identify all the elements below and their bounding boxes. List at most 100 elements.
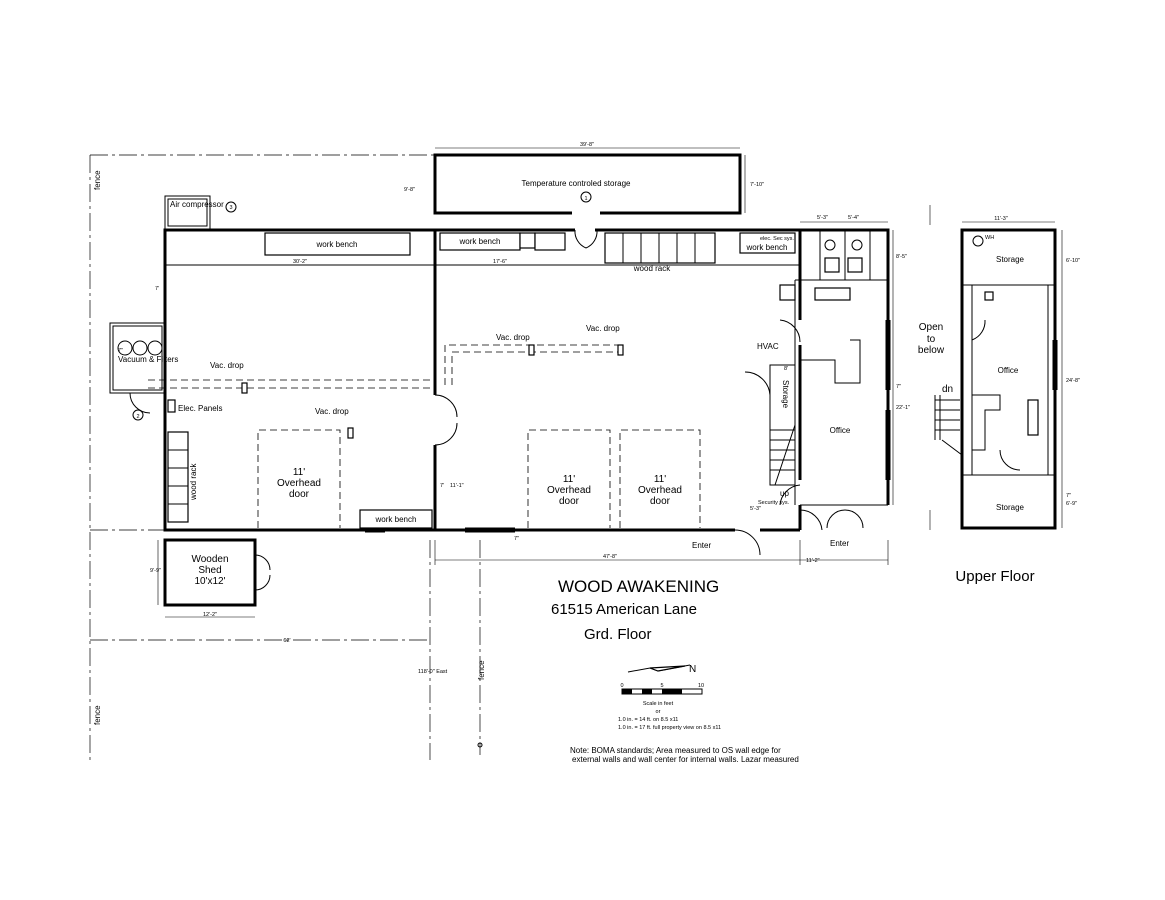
svg-text:5'-3": 5'-3" [750,506,761,512]
enter-label-1: Enter [692,541,711,550]
svg-text:10: 10 [698,683,704,689]
vac-drop-4: Vac. drop [586,324,620,333]
svg-text:7': 7' [155,286,159,292]
svg-text:work bench: work bench [316,240,358,249]
workbench-4 [359,509,433,529]
fence-label-bottom: fence [93,705,102,725]
svg-text:5'-3": 5'-3" [817,215,828,221]
upper-storage-bottom: Storage [996,503,1025,512]
svg-text:11'-2": 11'-2" [806,558,820,564]
svg-text:door: door [650,496,671,507]
svg-text:below: below [918,345,945,356]
svg-text:work bench: work bench [459,237,501,246]
svg-text:Overhead: Overhead [547,485,591,496]
fence-label-right: fence [477,660,486,680]
svg-text:Open: Open [919,322,943,333]
wood-rack-top [604,232,716,264]
svg-text:8': 8' [784,366,788,372]
marker-1: 1 [584,196,587,202]
svg-text:22'-1": 22'-1" [896,405,910,411]
dimension-lines [157,221,894,618]
svg-text:24'-8": 24'-8" [1066,378,1080,384]
workbench-1 [264,232,411,256]
vac-drop-2: Vac. drop [315,407,349,416]
stair-storage-label: Storage [781,380,790,409]
scale-bar [621,688,703,695]
overhead-doors [257,429,701,528]
marker-3: 3 [229,205,232,211]
svg-text:Shed: Shed [198,565,221,576]
svg-text:7": 7" [514,536,519,542]
svg-text:5: 5 [660,683,663,689]
wood-rack-left [167,431,189,523]
svg-text:30'-2": 30'-2" [293,259,307,265]
north-arrow [627,664,691,673]
marker-2: 2 [136,414,139,420]
svg-text:6'-9": 6'-9" [1066,501,1077,507]
vacuum-filters-room [109,322,166,421]
svg-text:7'-10": 7'-10" [750,182,764,188]
fence-label-top: fence [93,170,102,190]
svg-text:9'-8": 9'-8" [404,187,415,193]
upper-storage-top: Storage [996,255,1025,264]
svg-text:11': 11' [654,474,666,485]
svg-text:wood rack: wood rack [633,264,671,273]
svg-text:17'-6": 17'-6" [493,259,507,265]
svg-text:7": 7" [1066,493,1071,499]
svg-text:work bench: work bench [375,515,417,524]
svg-text:to: to [927,334,936,345]
svg-text:Overhead: Overhead [277,478,321,489]
svg-text:work bench: work bench [746,243,788,252]
wooden-shed [163,538,271,607]
hvac-label: HVAC [757,342,779,351]
upper-office-label: Office [998,366,1019,375]
note-line-2: external walls and wall center for inter… [572,755,799,764]
vacuum-ducts [148,344,624,439]
svg-text:7": 7" [896,384,901,390]
svg-text:62': 62' [283,638,290,644]
upper-floor-title: Upper Floor [955,568,1034,585]
workbench-3 [739,232,796,254]
svg-text:wood rack: wood rack [189,463,198,501]
svg-text:door: door [289,489,310,500]
vacuum-label: Vacuum & Filters [118,355,178,364]
up-label: up [780,489,789,498]
upper-wh-label: WH [985,235,994,241]
note-line-1: Note: BOMA standards; Area measured to O… [570,746,781,755]
svg-text:Scale in feet: Scale in feet [643,701,674,707]
air-compressor-label: Air compressor [170,200,224,209]
svg-text:39'-8": 39'-8" [580,142,594,148]
security-label: Security sys. [758,500,790,506]
dn-label: dn [942,384,953,395]
svg-text:Wooden: Wooden [191,554,228,565]
svg-text:11'-3": 11'-3" [994,216,1008,222]
title-address: 61515 American Lane [551,601,697,618]
svg-text:11': 11' [563,474,575,485]
svg-text:1.0 in. = 14 ft. on 8.5 x11: 1.0 in. = 14 ft. on 8.5 x11 [618,717,678,723]
svg-text:or: or [656,709,661,715]
title-name: WOOD AWAKENING [558,577,719,596]
svg-text:0: 0 [620,683,623,689]
svg-text:door: door [559,496,580,507]
elec-panels-label: Elec. Panels [178,404,222,413]
stairs-ground [744,364,796,486]
svg-text:9'-9": 9'-9" [150,568,161,574]
temp-storage-label: Temperature controled storage [522,179,632,188]
title-floor: Grd. Floor [584,626,652,643]
svg-text:7": 7" [118,348,123,354]
vac-drop-1: Vac. drop [210,361,244,370]
svg-text:6'-10": 6'-10" [1066,258,1080,264]
svg-text:47'-8": 47'-8" [603,554,617,560]
upper-floor-plan [929,205,1063,530]
enter-label-2: Enter [830,539,849,548]
svg-text:11': 11' [293,467,305,478]
vac-drop-3: Vac. drop [496,333,530,342]
svg-text:5'-4": 5'-4" [848,215,859,221]
svg-text:7': 7' [440,483,444,489]
property-lines [89,154,483,760]
svg-text:1.0 in. = 17 ft. full propert: 1.0 in. = 17 ft. full property view on 8… [618,725,721,731]
svg-text:12'-2": 12'-2" [203,612,217,618]
north-label: N [689,664,696,675]
temp-storage-room [433,147,746,215]
